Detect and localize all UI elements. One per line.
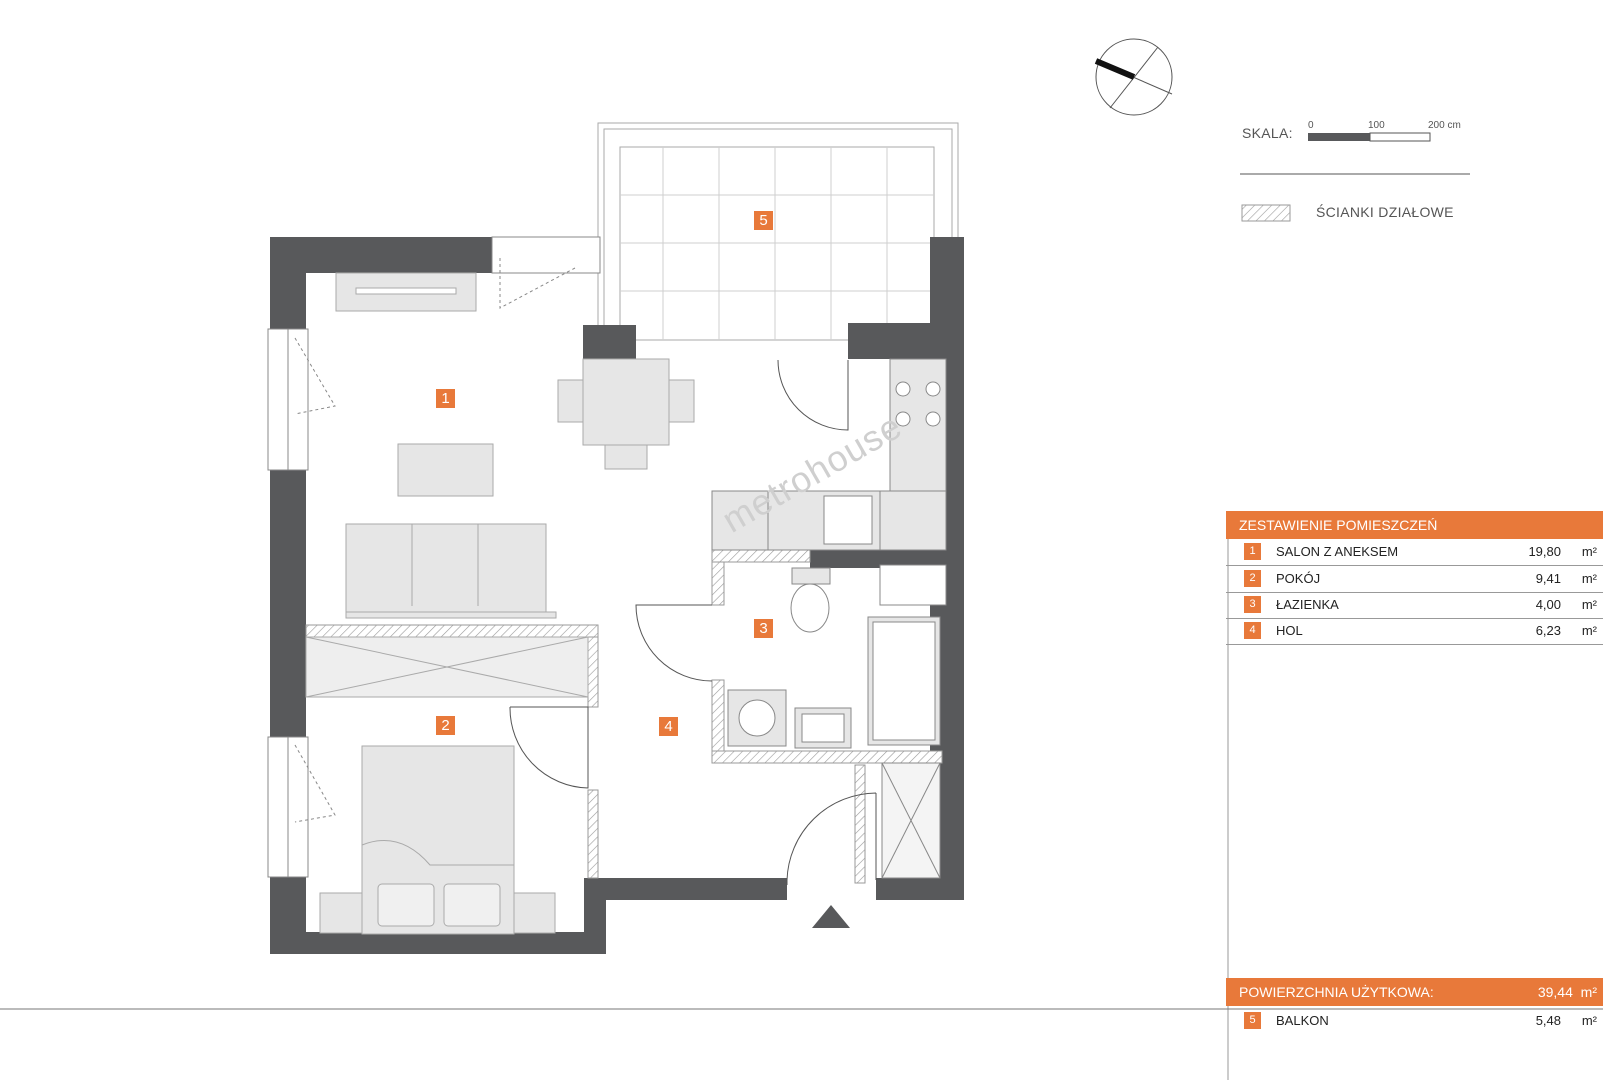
row-unit: m² <box>1581 597 1597 612</box>
row-name: HOL <box>1276 623 1303 638</box>
row-number: 2 <box>1244 570 1261 587</box>
table-row: 1 SALON Z ANEKSEM 19,80 m² <box>1226 539 1603 566</box>
row-area: 5,48 <box>1535 1013 1561 1028</box>
window-left-top <box>267 328 336 471</box>
row-name: ŁAZIENKA <box>1276 597 1339 612</box>
room-tag-5: 5 <box>754 211 773 230</box>
room-tag-4: 4 <box>659 717 678 736</box>
scale-label: SKALA: <box>1242 125 1293 141</box>
row-number: 3 <box>1244 596 1261 613</box>
kitchen <box>711 358 947 606</box>
room-tag-2: 2 <box>436 716 455 735</box>
room-table-header: ZESTAWIENIE POMIESZCZEŃ <box>1226 511 1603 539</box>
window-left-bottom <box>267 736 336 878</box>
row-unit: m² <box>1581 571 1597 586</box>
row-number: 5 <box>1244 1012 1261 1029</box>
balcony <box>597 122 959 341</box>
total-area-label: POWIERZCHNIA UŻYTKOWA: <box>1239 984 1434 1000</box>
outer-walls <box>270 237 964 954</box>
scale-bar <box>1308 132 1431 142</box>
row-unit: m² <box>1581 544 1597 559</box>
total-area-value: 39,44 m² <box>1537 984 1597 1000</box>
row-number: 4 <box>1244 622 1261 639</box>
entrance-arrow <box>812 905 850 928</box>
row-area: 19,80 <box>1528 544 1561 559</box>
row-number: 1 <box>1244 543 1261 560</box>
partition-walls <box>305 549 943 884</box>
balcony-row: 5 BALKON 5,48 m² <box>1226 1008 1603 1034</box>
scale-tick-100: 100 <box>1368 120 1385 131</box>
scale-tick-0: 0 <box>1308 120 1314 131</box>
bathroom-fixtures <box>727 567 941 879</box>
row-unit: m² <box>1581 1013 1597 1028</box>
balcony-door <box>491 236 601 309</box>
row-name: POKÓJ <box>1276 571 1321 586</box>
row-name: BALKON <box>1276 1013 1329 1028</box>
row-area: 6,23 <box>1535 623 1561 638</box>
row-name: SALON Z ANEKSEM <box>1276 544 1399 559</box>
table-row: 3 ŁAZIENKA 4,00 m² <box>1226 592 1603 619</box>
room-tag-1: 1 <box>436 389 455 408</box>
room-table-title: ZESTAWIENIE POMIESZCZEŃ <box>1239 517 1438 533</box>
partition-legend-label: ŚCIANKI DZIAŁOWE <box>1316 204 1454 220</box>
room-tag-3: 3 <box>754 619 773 638</box>
row-area: 9,41 <box>1535 571 1561 586</box>
row-unit: m² <box>1581 623 1597 638</box>
total-area-header: POWIERZCHNIA UŻYTKOWA: 39,44 m² <box>1226 978 1603 1006</box>
compass-icon <box>1094 38 1173 116</box>
row-area: 4,00 <box>1535 597 1561 612</box>
doors <box>509 359 877 885</box>
table-row: 4 HOL 6,23 m² <box>1226 618 1603 645</box>
furniture-bedroom <box>319 745 556 935</box>
scale-tick-200: 200 cm <box>1428 120 1461 131</box>
furniture-living <box>305 272 695 698</box>
table-row: 2 POKÓJ 9,41 m² <box>1226 566 1603 593</box>
partition-swatch-icon <box>1241 204 1291 222</box>
